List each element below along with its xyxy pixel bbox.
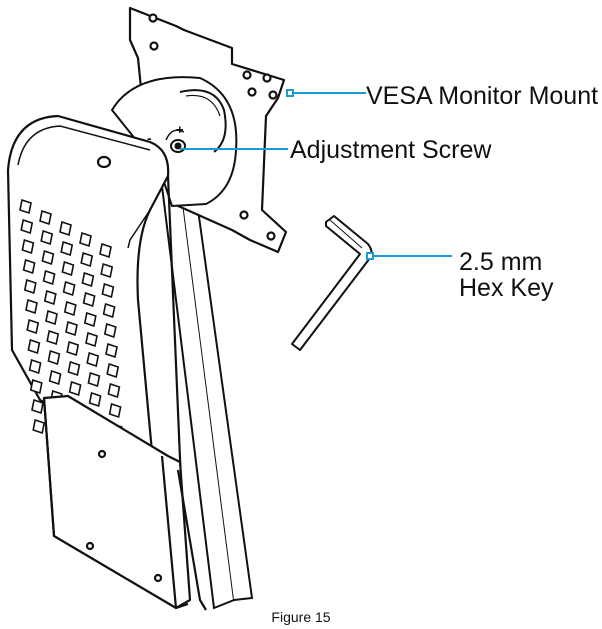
perforation-hole — [43, 289, 57, 306]
perforation-hole — [102, 302, 116, 319]
perforation-hole — [81, 271, 95, 288]
perforation-hole — [105, 342, 118, 359]
perforation-hole — [40, 229, 54, 246]
perforation-hole — [26, 318, 40, 335]
slide-bracket — [42, 394, 207, 611]
perforation-hole — [88, 391, 102, 408]
perforation-hole — [45, 309, 58, 326]
perforation-hole — [62, 280, 76, 297]
hex-key-icon — [291, 215, 373, 351]
perforation-hole — [103, 322, 117, 339]
perforation-hole — [47, 349, 61, 366]
perforation-hole — [87, 371, 101, 388]
perforation-hole — [19, 198, 32, 215]
perforation-hole — [29, 378, 43, 395]
perforation-hole — [85, 331, 98, 348]
perforation-hole — [80, 251, 94, 268]
perforation-hole — [107, 382, 121, 399]
perforation-hole — [28, 358, 42, 375]
perforation-hole — [61, 260, 75, 277]
perforation-hole — [68, 380, 82, 397]
perforation-hole — [100, 262, 114, 279]
perforation-hole — [86, 351, 100, 368]
perforation-hole — [22, 258, 36, 275]
perforation-hole — [32, 418, 46, 435]
adjustment-screw-label: Adjustment Screw — [290, 136, 492, 164]
perforation-hole — [20, 218, 34, 235]
perforation-hole — [79, 231, 92, 248]
tilt-hub — [110, 76, 238, 208]
perforation-hole — [41, 249, 55, 266]
perforation-hole — [66, 340, 80, 357]
vesa-mount-label: VESA Monitor Mount — [366, 82, 599, 110]
adjust-minus-mark: - — [147, 130, 152, 146]
leader-anchors — [286, 89, 374, 260]
perforation-hole — [48, 369, 62, 386]
perforation-hole — [101, 282, 115, 299]
perforation-hole — [42, 269, 56, 286]
perforation-hole — [27, 338, 41, 355]
leader-lines — [180, 92, 452, 257]
perforation-hole — [106, 362, 120, 379]
perforation-hole — [65, 320, 78, 337]
perforation-hole — [21, 238, 35, 255]
perforation-hole — [60, 240, 74, 257]
perforation-hole — [39, 209, 52, 226]
perforation-hole — [108, 402, 122, 419]
perforation-hole — [83, 311, 97, 328]
perforation-hole — [23, 278, 37, 295]
perforation-hole — [25, 298, 38, 315]
perforation-hole — [31, 398, 44, 415]
figure-caption: Figure 15 — [271, 609, 331, 625]
perforation-hole — [46, 329, 60, 346]
perforation-hole — [59, 220, 72, 237]
perforation-hole — [99, 242, 112, 259]
adjust-plus-mark: + — [176, 122, 184, 137]
hex-key-label: Hex Key — [459, 274, 554, 302]
perforation-hole — [82, 291, 96, 308]
hex-key-size-label: 2.5 mm — [459, 248, 543, 276]
perforation-hole — [67, 360, 81, 377]
perforation-hole — [63, 300, 77, 317]
